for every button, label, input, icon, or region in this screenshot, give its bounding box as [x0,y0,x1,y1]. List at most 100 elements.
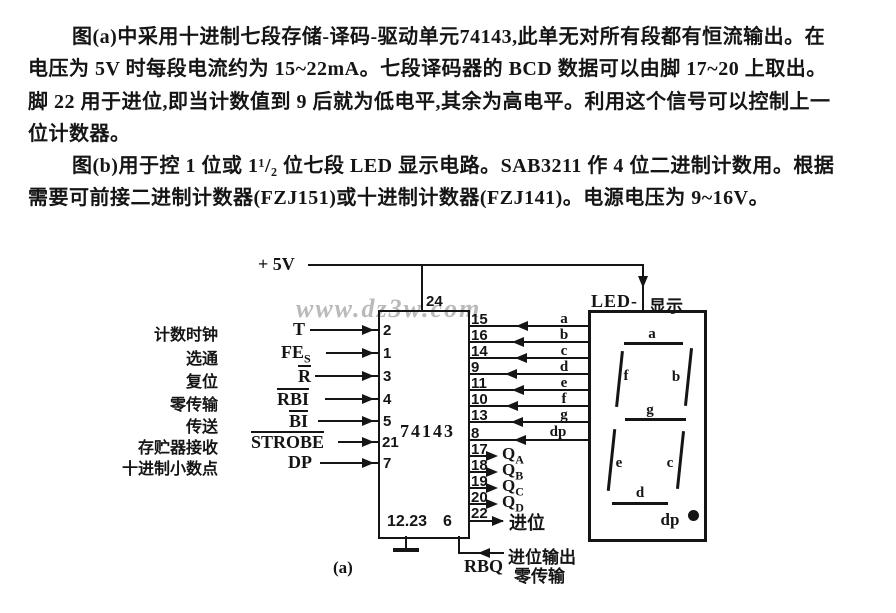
wire [310,329,378,331]
input-name-zero-transfer: 零传输 [169,397,218,414]
led-segment-label-a: a [648,326,656,342]
wire [468,373,588,375]
arrow-left-icon [506,401,518,411]
arrow-left-icon [478,548,490,558]
segment-wire-label-b: b [559,327,569,343]
chip-pin-22: 22 [471,505,488,522]
wire [325,398,378,400]
watermark: www.dz3w.com [296,294,482,323]
arrow-right-icon [362,437,374,447]
chip-gnd-pins-label: 12.23 [387,513,428,530]
paragraph-line: 需要可前接二进制计数器(FZJ151)或十进制计数器(FZJ141)。电源电压为… [28,187,770,209]
chip-pin-17: 17 [471,441,488,458]
output-QB: Q [502,460,516,479]
chip-pin-9: 9 [471,359,480,376]
chip-pin-24-label: 24 [426,293,443,310]
wire [468,405,588,407]
paragraph-line: 图(a)中采用十进制七段存储-译码-驱动单元74143,此单无对所有段都有恒流输… [72,26,826,48]
signal-RBQ: RBQ [464,556,504,576]
wire [468,503,490,505]
carry-label: 进位 [509,513,545,533]
led-segment-label-f: f [623,368,629,384]
led-segment-d [612,502,668,505]
led-segment-label-d: d [635,485,645,501]
arrow-right-icon [486,499,498,509]
input-name-memory-receive: 存贮器接收 [137,440,218,457]
arrow-left-icon [512,385,524,395]
arrow-left-icon [515,353,527,363]
chip-pin-8: 8 [471,425,480,442]
signal-BI: BI [289,410,309,431]
ic-part-number: 74143 [400,421,455,441]
arrow-right-icon [486,467,498,477]
output-QC-subscript: C [515,484,524,499]
signal-FES-subscript: S [304,351,311,366]
chip-pin-20: 20 [471,489,488,506]
led-dp-dot [688,510,699,521]
wire [326,352,378,354]
arrow-right-icon [486,451,498,461]
chip-pin-2: 2 [383,322,392,339]
arrow-down-icon [638,276,648,288]
arrow-right-icon [492,516,504,526]
output-QA: Q [502,444,516,463]
chip-pin-15: 15 [471,311,488,328]
wire [468,439,588,441]
output-QA-subscript: A [515,452,524,467]
chip-pin-5: 5 [383,413,392,430]
chip-pin-13: 13 [471,407,488,424]
segment-wire-label-a: a [560,311,568,327]
input-name-transfer: 传送 [185,419,218,436]
led-dp-label: dp [660,510,680,529]
paragraph-line: 电压为 5V 时每段电流约为 15~22mA。七段译码器的 BCD 数据可以由脚… [28,58,827,80]
wire [405,536,407,549]
chip-pin-21: 21 [382,434,399,451]
chip-pin-10: 10 [471,391,488,408]
output-QD: Q [502,492,516,511]
led-title-prefix: LED- [591,291,639,311]
input-name-reset: 复位 [185,374,218,391]
arrow-right-icon [362,371,374,381]
chip-pin-1: 1 [383,345,392,362]
paragraph-line: 脚 22 用于进位,即当计数值到 9 后就为低电平,其余为高电平。利用这个信号可… [28,91,831,113]
segment-wire-label-c: c [560,343,568,359]
arrow-left-icon [505,369,517,379]
rbq-label-carry-output: 进位输出 [508,548,576,567]
segment-wire-label-g: g [560,407,568,423]
segment-wire-label-f: f [561,391,567,407]
wire [468,389,588,391]
arrow-right-icon [362,458,374,468]
signal-FES-text: FE [281,342,305,362]
wire [458,536,460,554]
ic-74143-body [378,310,470,539]
power-supply-label: + 5V [258,254,295,274]
signal-T: T [293,319,306,339]
chip-pin-4: 4 [383,391,392,408]
figure-caption: (a) [333,558,353,577]
wire [421,264,423,311]
led-segment-a [624,342,683,345]
wire [468,341,588,343]
signal-STROBE: STROBE [251,431,325,452]
paragraph-line: 位计数器。 [28,123,131,145]
signal-RBI: RBI [277,388,310,409]
output-QB-subscript: B [515,468,524,483]
wire [315,375,378,377]
chip-pin-18: 18 [471,457,488,474]
wire [468,487,490,489]
segment-wire-label-d: d [559,359,569,375]
input-name-clock: 计数时钟 [153,327,218,344]
output-QC: Q [502,476,516,495]
arrow-right-icon [362,348,374,358]
arrow-right-icon [362,394,374,404]
chip-pin-11: 11 [471,375,487,392]
led-segment-g [625,418,686,421]
chip-pin-16: 16 [471,327,488,344]
led-segment-label-c: c [666,455,674,471]
input-name-select: 选通 [185,351,218,368]
chip-pin-19: 19 [471,473,488,490]
chip-pin-6-label: 6 [443,513,452,530]
wire [468,325,588,327]
arrow-right-icon [362,325,374,335]
